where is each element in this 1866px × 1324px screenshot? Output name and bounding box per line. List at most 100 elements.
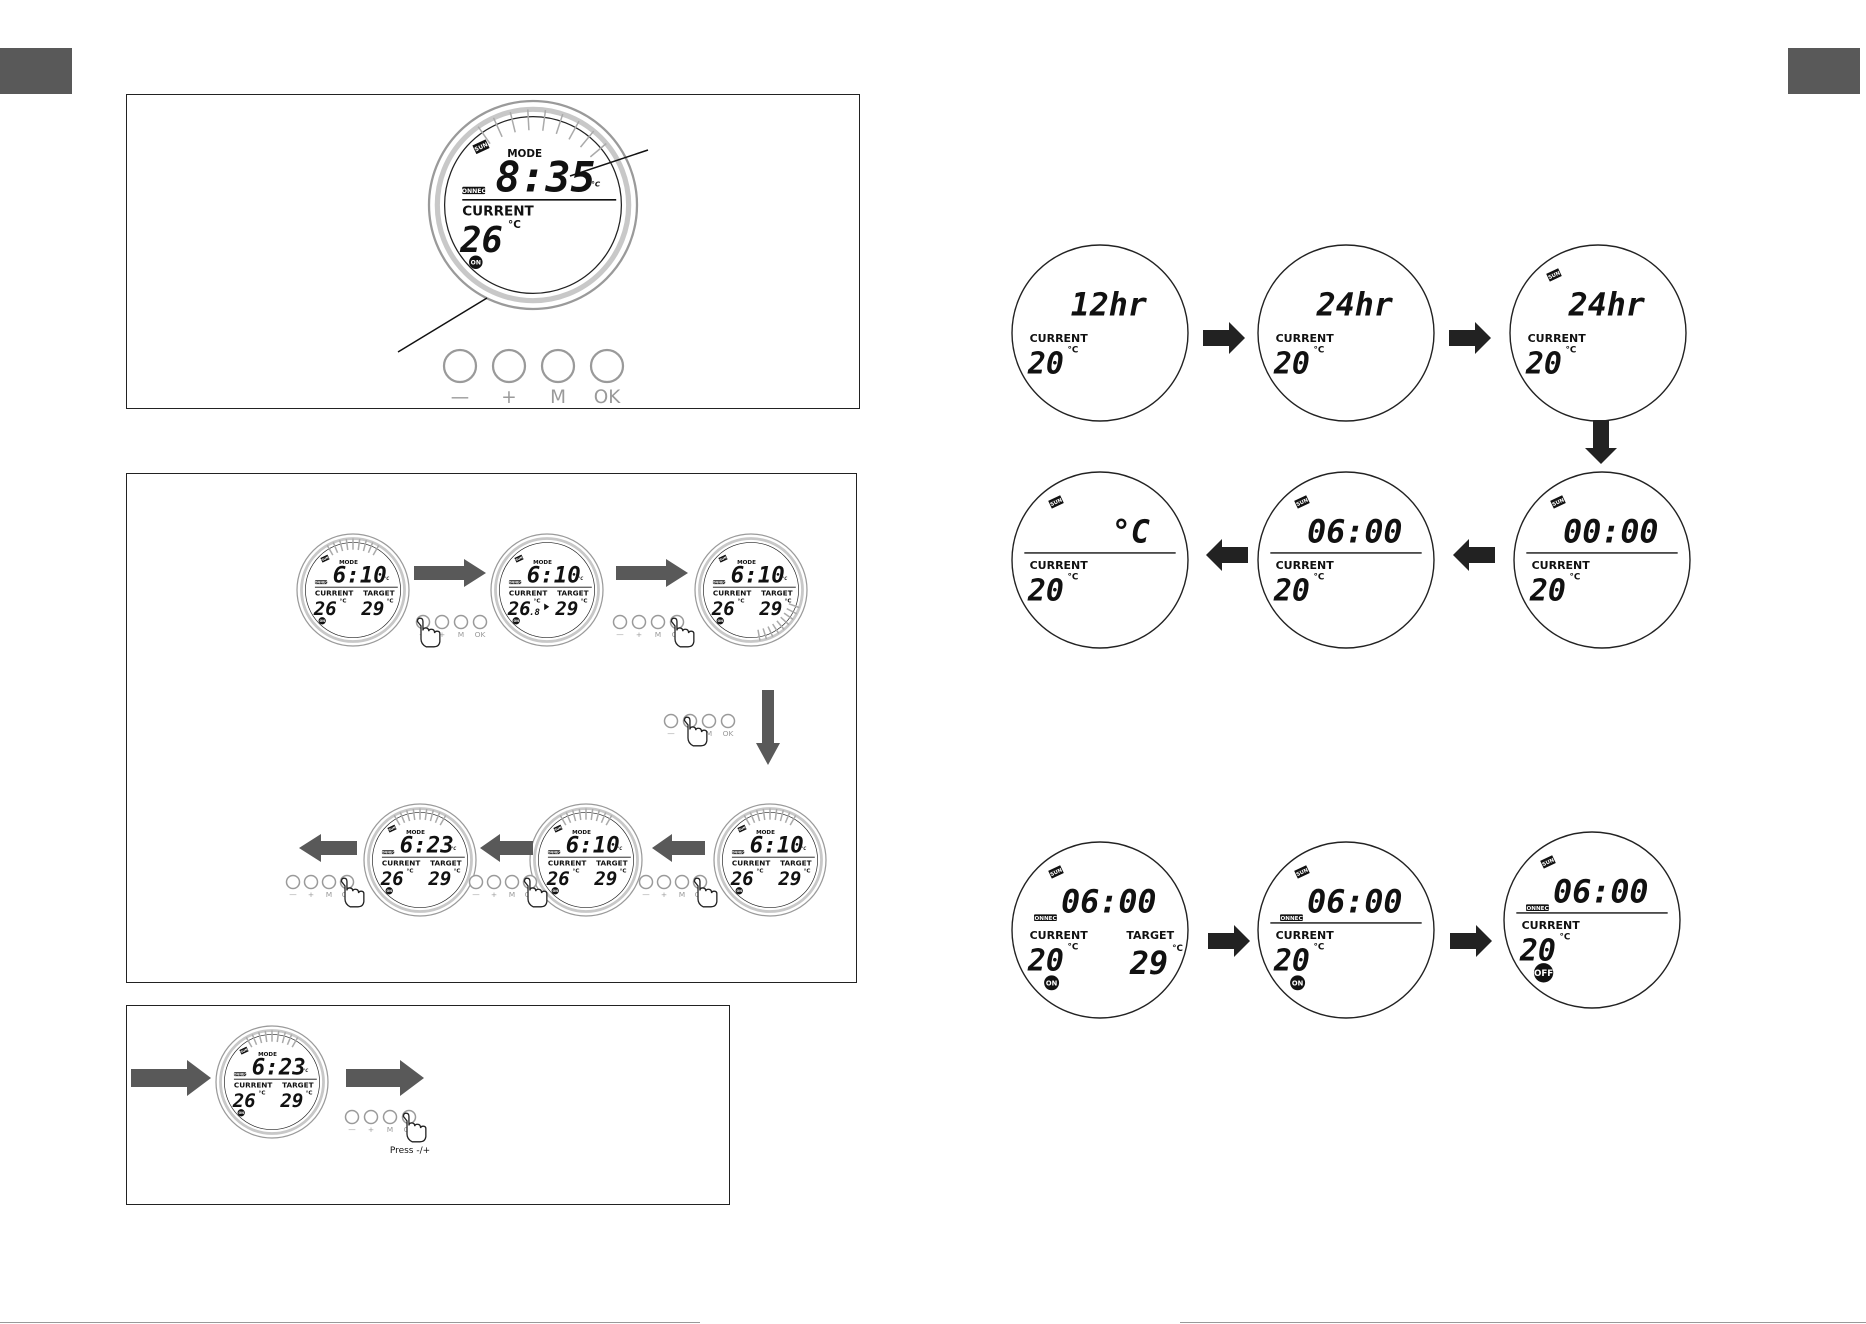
sun-label: SUN	[738, 825, 747, 832]
plus-button[interactable]: +	[656, 874, 672, 899]
blink-ray	[405, 810, 411, 822]
plus-button[interactable]: +	[486, 874, 502, 899]
sun-tag-bg	[239, 1046, 249, 1055]
seq-display-2: SUNMODE6:10°CCONNECTCURRENT26°C.8TARGET2…	[490, 533, 604, 647]
plus-button[interactable]: +	[491, 348, 527, 408]
confirm-display: SUNMODE6:23°CCONNECTCURRENT26°CTARGET29°…	[215, 1025, 329, 1139]
minus-button[interactable]: —	[285, 874, 301, 899]
minus-button[interactable]: —	[344, 1109, 360, 1134]
mode-button[interactable]: M	[540, 348, 576, 408]
hand-pointer-icon	[670, 617, 695, 648]
minus-button[interactable]: —	[468, 874, 484, 899]
mode-button[interactable]: M	[674, 874, 690, 899]
mode-button[interactable]: M	[650, 614, 666, 639]
sun-label: SUN	[1049, 867, 1063, 878]
plus-button[interactable]: +	[303, 874, 319, 899]
clock-time: 6:23	[400, 833, 454, 859]
hand-pointer-icon	[340, 877, 365, 908]
plus-button[interactable]: +	[434, 614, 450, 639]
lcd-screen-outline	[1257, 244, 1435, 422]
current-label: CURRENT	[1030, 559, 1089, 572]
sun-day-indicator: SUN	[553, 824, 563, 833]
ok-button[interactable]: OK	[720, 713, 736, 738]
current-temp-value: 20	[1519, 933, 1556, 968]
on-indicator-bg	[551, 887, 559, 895]
button-ring	[285, 874, 301, 890]
arrow-shape	[299, 834, 357, 862]
arrow-shape	[1203, 322, 1245, 354]
sun-label: SUN	[1049, 497, 1063, 508]
clock-time: 6:23	[252, 1055, 306, 1081]
minus-button[interactable]: —	[663, 713, 679, 738]
minus-button[interactable]: —	[638, 874, 654, 899]
mode-button[interactable]: M	[504, 874, 520, 899]
mode-button[interactable]: M	[701, 713, 717, 738]
mode-button[interactable]: M	[382, 1109, 398, 1134]
on-indicator-bg	[512, 617, 520, 625]
arrow-shape	[414, 559, 486, 587]
arrow-shape	[1453, 539, 1495, 571]
blink-ray	[565, 812, 572, 824]
current-temp-value: 26	[507, 598, 531, 620]
on-indicator-bg	[385, 887, 393, 895]
on-indicator: ON	[513, 619, 519, 623]
button-ring	[303, 874, 319, 890]
blink-ray	[749, 812, 756, 824]
sun-label: SUN	[321, 555, 330, 562]
ok-button[interactable]: OK	[472, 614, 488, 639]
target-temp-value: 29	[554, 598, 578, 620]
seq-buttons-3: —+MOK	[663, 713, 736, 747]
minus-button[interactable]: —	[442, 348, 478, 408]
sun-day-indicator: SUN	[320, 554, 330, 563]
button-ring	[638, 874, 654, 890]
signal-mark: °C	[303, 1068, 308, 1073]
button-ring	[453, 614, 469, 630]
button-ring	[656, 874, 672, 890]
target-unit: °C	[1172, 944, 1183, 954]
current-unit: °C	[1313, 942, 1324, 952]
button-label: M	[550, 387, 566, 408]
thermostat-bezel	[494, 537, 600, 643]
current-label: CURRENT	[1532, 559, 1591, 572]
current-unit: °C	[573, 868, 580, 874]
button-label: +	[501, 387, 516, 408]
arrow-shape	[1449, 322, 1491, 354]
arrow-shape	[652, 834, 705, 862]
blink-ray	[276, 1030, 280, 1043]
mode-button[interactable]: M	[321, 874, 337, 899]
button-label: —	[348, 1125, 356, 1134]
mode-label: MODE	[339, 560, 358, 566]
plus-button[interactable]: +	[363, 1109, 379, 1134]
blink-ray	[542, 110, 547, 131]
plus-button[interactable]: +	[631, 614, 647, 639]
blink-ray	[477, 126, 491, 145]
blink-ray	[286, 1034, 293, 1046]
target-unit: °C	[306, 1090, 313, 1096]
sun-tag-bg	[1550, 495, 1566, 509]
thermostat-bezel	[698, 537, 804, 643]
current-unit: °C	[1565, 345, 1576, 355]
target-label: TARGET	[1126, 929, 1174, 942]
ok-button[interactable]: OK	[589, 348, 625, 408]
lcd-face	[499, 542, 595, 638]
signal-mark: °C	[801, 846, 806, 851]
button-ring	[674, 874, 690, 890]
button-label: +	[636, 630, 642, 639]
button-ring	[720, 713, 736, 729]
sun-tag-bg	[553, 824, 563, 833]
button-label: —	[289, 890, 297, 899]
sun-day-indicator: SUN	[1540, 855, 1556, 869]
hand-pointer-icon	[402, 1112, 427, 1143]
button-ring	[701, 713, 717, 729]
on-indicator: ON	[1046, 979, 1057, 987]
confirm-buttons: —+MOK	[344, 1109, 427, 1143]
mode-button[interactable]: M	[453, 614, 469, 639]
on-indicator-bg	[318, 617, 326, 625]
hand-pointer-icon	[693, 877, 718, 908]
connect-indicator: CONNECT	[729, 850, 748, 854]
current-label: CURRENT	[462, 203, 534, 219]
minus-button[interactable]: —	[612, 614, 628, 639]
